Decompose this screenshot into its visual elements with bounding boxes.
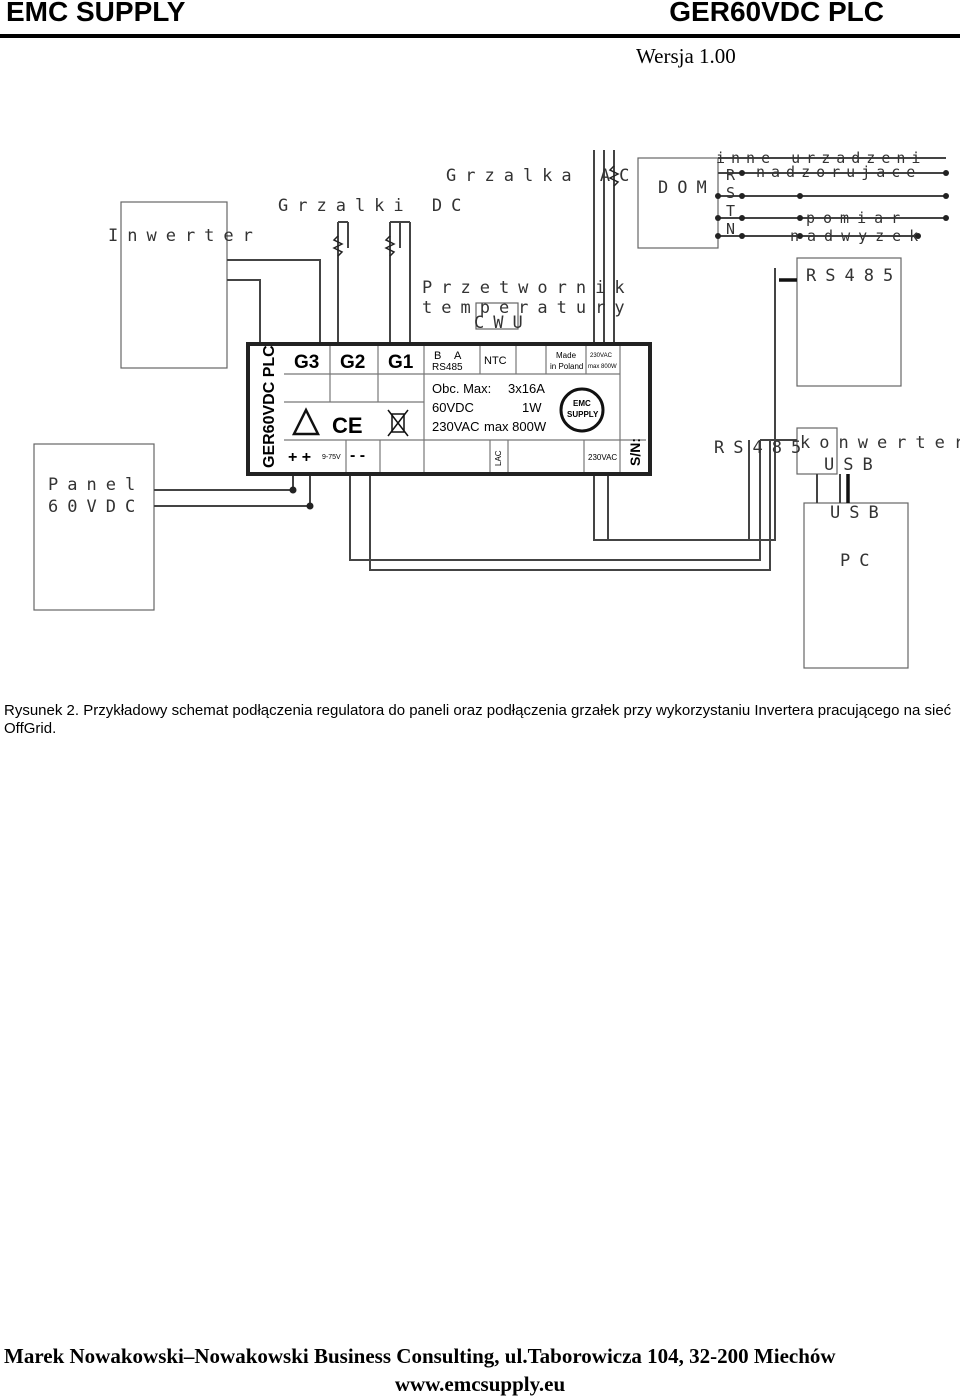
device-g1: G1 [388,352,414,373]
label-rs485-mid: RS485 [714,438,810,458]
device-lac: LAC [494,450,503,466]
device-sn: S/N: [627,438,643,466]
device-rs485: RS485 [432,362,463,373]
device-ntc: NTC [484,355,507,367]
label-rs485-top: RS485 [806,266,902,286]
device-minus: - - [350,447,365,464]
label-phase-n: N [726,220,739,238]
device-a: A [454,350,462,362]
device-obc-60vdc: 60VDC [432,400,474,415]
pc-box [803,502,909,669]
device-rating-max: max 800W [588,364,617,370]
device-emc-2: SUPPLY [567,410,599,419]
label-przetwornik-1: Przetwornik [422,278,634,298]
label-panel-1: Panel [48,475,144,495]
device-model: GER60VDC PLC [261,345,278,468]
device-g2: G2 [340,352,365,373]
device-volt-range: 9-75V [322,454,341,461]
device-g3: G3 [294,352,319,373]
device-obc-max800: max 800W [484,419,547,434]
product-title: GER60VDC PLC [669,0,884,27]
header-rule [0,34,960,38]
dom-box [637,157,719,249]
device-rating-230: 230VAC [590,353,613,359]
device-plus: + + [288,449,311,466]
przetwornik-box [475,302,519,330]
footer-address: Marek Nowakowski–Nowakowski Business Con… [4,1344,836,1368]
rs485-meter-box [796,257,902,387]
label-phase-t: T [726,202,739,220]
label-przetwornik-2: temperatury [422,298,634,318]
device-obc-230vac: 230VAC [432,419,479,434]
label-przetwornik-3: CWU [474,313,532,333]
device-b: B [434,350,441,362]
label-konwerter-1: konwerter [800,433,960,453]
device-emc-1: EMC [573,399,591,408]
label-inne-line1: inne urzadzeni [716,149,926,167]
device-obc-max: Obc. Max: [432,381,491,396]
device-plate: GER60VDC PLC G3 G2 G1 B A RS485 NTC Made… [246,342,652,476]
label-panel-2: 60VDC [48,497,144,517]
version-label: Wersja 1.00 [636,44,736,68]
wiring-diagram: Inwerter Grzalki DC Grzalka AC DOM inne … [33,149,960,669]
device-made-2: in Poland [550,362,583,371]
label-pc: PC [840,551,878,571]
brand-title: EMC SUPPLY [6,0,186,27]
label-phase-s: S [726,184,739,202]
label-pomiar: pomiar [806,209,908,227]
inwerter-box [120,201,228,369]
label-konwerter-2: USB [824,455,882,475]
warning-icon [291,407,321,436]
device-bottom-230: 230VAC [588,453,617,462]
device-obc-3x16a: 3x16A [508,381,545,396]
label-grzalka-ac: Grzalka AC [446,166,638,186]
label-inwerter: Inwerter [108,226,262,246]
device-ce: CE [332,413,363,438]
label-grzalki-dc: Grzalki DC [278,196,470,216]
device-obc-1w: 1W [522,400,542,415]
label-nadwyzek: nadwyzek [790,227,926,245]
footer-website: www.emcsupply.eu [394,1372,566,1396]
label-inne-line2: nadzorujace [756,163,921,181]
label-usb: USB [830,503,888,523]
label-dom: DOM [658,178,716,198]
label-phase-r: R [726,166,739,184]
figure-caption: Rysunek 2. Przykładowy schemat podłączen… [4,702,952,737]
device-made-1: Made [556,351,577,360]
panel-box [33,443,155,611]
weee-icon [387,409,409,437]
